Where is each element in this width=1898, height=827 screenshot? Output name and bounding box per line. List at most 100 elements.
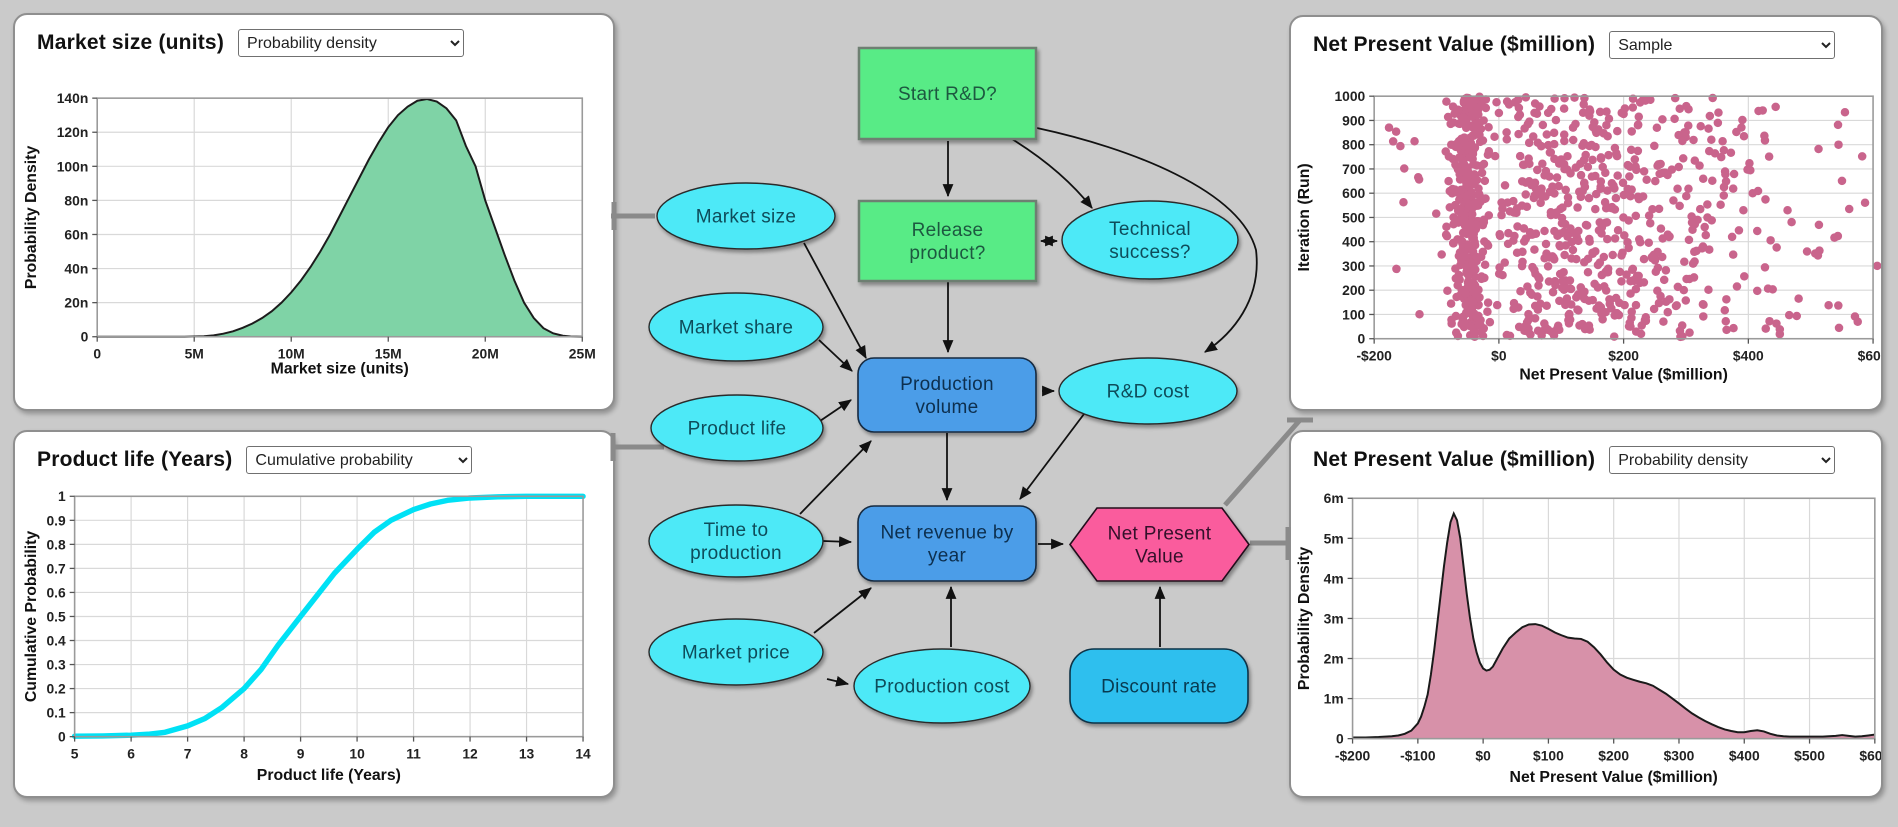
market_size-curve	[97, 98, 583, 338]
svg-text:14: 14	[575, 745, 591, 761]
svg-text:$0: $0	[1475, 747, 1491, 763]
product_life-curve	[71, 493, 586, 739]
node-label-market-share: Market share	[679, 318, 793, 339]
node-label-market-price: Market price	[682, 643, 790, 664]
edge-stub-to-prodcost	[826, 675, 850, 687]
svg-text:100: 100	[1342, 306, 1365, 322]
node-label-rd-cost: R&D cost	[1107, 382, 1190, 403]
svg-text:$500: $500	[1794, 747, 1825, 763]
product-life-panel: Product life (Years) Cumulative probabil…	[13, 430, 615, 798]
node-market-price[interactable]: Market price	[648, 618, 824, 686]
svg-text:0.2: 0.2	[46, 681, 66, 697]
node-discount-rate[interactable]: Discount rate	[1069, 648, 1249, 724]
npv_sample-ylabel: Iteration (Run)	[1296, 163, 1313, 271]
svg-text:$100: $100	[1533, 747, 1564, 763]
svg-text:40n: 40n	[64, 261, 88, 277]
product-life-view-selector[interactable]: Cumulative probability	[246, 446, 473, 474]
npv-density-view-selector[interactable]: Probability density	[1609, 446, 1836, 474]
edge-timetoprod-to-netrevenue	[822, 536, 853, 547]
svg-text:200: 200	[1342, 282, 1365, 298]
npv-density-panel: Net Present Value ($million) Probability…	[1289, 430, 1883, 798]
svg-text:0.1: 0.1	[46, 705, 66, 721]
svg-text:5: 5	[71, 745, 79, 761]
npv_density-ylabel: Probability Density	[1296, 547, 1313, 690]
svg-text:$600: $600	[1858, 347, 1881, 363]
svg-text:1m: 1m	[1324, 691, 1344, 707]
svg-text:-$100: -$100	[1400, 747, 1436, 763]
svg-text:13: 13	[519, 745, 535, 761]
svg-text:400: 400	[1342, 234, 1365, 250]
svg-text:100n: 100n	[57, 158, 89, 174]
market-size-view-selector[interactable]: Probability density	[238, 29, 465, 57]
svg-text:700: 700	[1342, 161, 1365, 177]
svg-text:5M: 5M	[185, 346, 204, 362]
svg-text:9: 9	[297, 745, 305, 761]
svg-text:0: 0	[1358, 331, 1366, 347]
svg-text:20n: 20n	[64, 295, 88, 311]
svg-text:5m: 5m	[1324, 530, 1344, 546]
market-size-panel: Market size (units) Probability density …	[13, 13, 615, 411]
svg-text:0.9: 0.9	[46, 512, 66, 528]
node-start-rd[interactable]: Start R&D?	[857, 46, 1038, 141]
svg-text:120n: 120n	[57, 124, 89, 140]
svg-text:6m: 6m	[1324, 490, 1344, 506]
market-size-title: Market size (units)	[37, 31, 225, 54]
edge-marketshare-to-volume	[818, 339, 853, 372]
node-label-discount-rate: Discount rate	[1101, 677, 1217, 698]
node-product-life[interactable]: Product life	[650, 394, 824, 462]
node-rd-cost[interactable]: R&D cost	[1058, 357, 1238, 425]
svg-text:600: 600	[1342, 185, 1365, 201]
npv_density-area	[1352, 513, 1875, 739]
product_life-ylabel: Cumulative Probability	[23, 531, 40, 703]
npv_sample-xlabel: Net Present Value ($million)	[1519, 366, 1727, 383]
product-life-title: Product life (Years)	[37, 448, 233, 471]
npv-sample-chart: -$200$0$200$400$600010020030040050060070…	[1296, 88, 1881, 383]
svg-text:$0: $0	[1491, 347, 1507, 363]
svg-text:0.6: 0.6	[46, 584, 66, 600]
edge-start-to-technical	[1011, 138, 1093, 209]
svg-text:3m: 3m	[1324, 610, 1344, 626]
npv-density-title: Net Present Value ($million)	[1313, 448, 1596, 471]
market-size-header: Market size (units) Probability density	[37, 29, 465, 57]
svg-text:$400: $400	[1733, 347, 1764, 363]
svg-text:0: 0	[81, 329, 89, 345]
node-label-market-size: Market size	[696, 207, 796, 228]
svg-text:900: 900	[1342, 112, 1365, 128]
npv-sample-header: Net Present Value ($million) Sample	[1313, 31, 1836, 59]
svg-text:7: 7	[184, 745, 192, 761]
npv-sample-view-selector[interactable]: Sample	[1609, 31, 1836, 59]
svg-text:10M: 10M	[278, 346, 305, 362]
npv-sample-panel: Net Present Value ($million) Sample -$20…	[1289, 15, 1883, 411]
edge-marketprice-to-netrevenue	[813, 587, 872, 634]
npv-density-header: Net Present Value ($million) Probability…	[1313, 446, 1836, 474]
scatter-points	[1384, 92, 1881, 342]
edge-timetoprod-to-volume	[799, 440, 872, 515]
svg-text:500: 500	[1342, 209, 1365, 225]
svg-text:12: 12	[462, 745, 478, 761]
node-market-share[interactable]: Market share	[648, 292, 824, 362]
node-market-size[interactable]: Market size	[656, 182, 836, 250]
svg-text:80n: 80n	[64, 192, 88, 208]
svg-text:8: 8	[240, 745, 248, 761]
svg-text:-$200: -$200	[1335, 747, 1371, 763]
svg-text:0: 0	[1336, 731, 1344, 747]
svg-text:20M: 20M	[472, 346, 499, 362]
svg-text:0.4: 0.4	[46, 632, 66, 648]
svg-text:25M: 25M	[569, 346, 596, 362]
svg-text:140n: 140n	[57, 90, 89, 106]
node-production-cost[interactable]: Production cost	[853, 648, 1031, 724]
